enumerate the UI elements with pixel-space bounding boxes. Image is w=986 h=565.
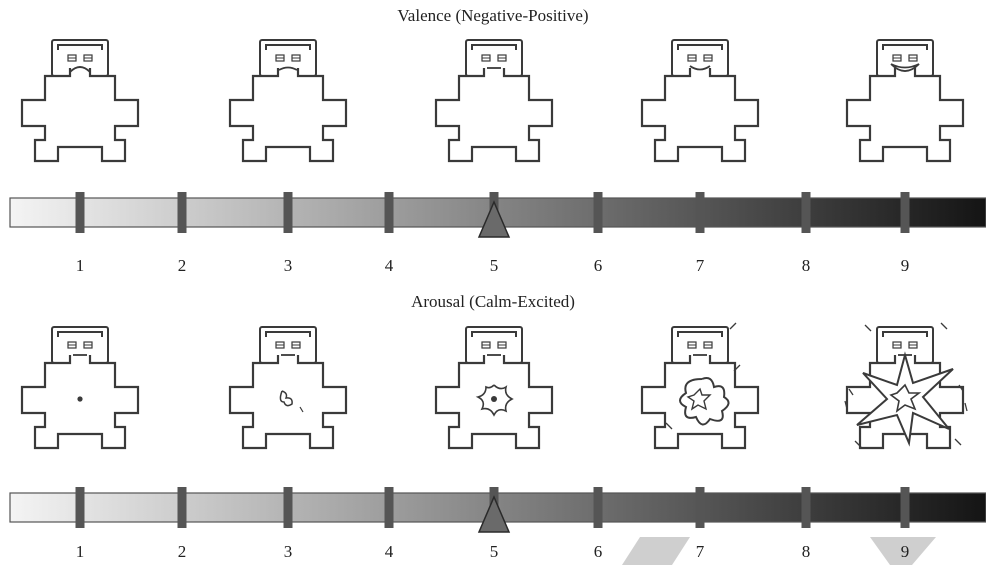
arousal-selection-marker (477, 495, 511, 533)
arousal-tick-label-1: 1 (76, 542, 85, 561)
valence-tick-label-9: 9 (901, 256, 910, 275)
arousal-tick-7 (695, 487, 705, 528)
arousal-tick-label-5: 5 (490, 542, 499, 561)
valence-figure-happy (845, 39, 965, 163)
valence-tick-label-2: 2 (178, 256, 187, 275)
arousal-tick-label-4: 4 (385, 542, 394, 561)
valence-selection-marker (477, 200, 511, 238)
valence-figure-neutral (434, 39, 554, 163)
arousal-tick-8 (801, 487, 811, 528)
arousal-tick-label-3: 3 (284, 542, 293, 561)
valence-tick-7 (695, 192, 705, 233)
valence-figure-very-sad (20, 39, 140, 163)
valence-tick-8 (801, 192, 811, 233)
valence-tick-label-6: 6 (594, 256, 603, 275)
arousal-tick-1 (75, 487, 85, 528)
valence-tick-label-5: 5 (490, 256, 499, 275)
arousal-scale: 1 2 3 4 5 6 7 8 9 (9, 322, 986, 561)
arousal-tick-label-2: 2 (178, 542, 187, 561)
valence-tick-label-7: 7 (696, 256, 705, 275)
valence-title: Valence (Negative-Positive) (397, 6, 589, 25)
arousal-tick-label-7: 7 (696, 542, 705, 561)
arousal-tick-9 (900, 487, 910, 528)
valence-tick-3 (283, 192, 293, 233)
valence-figure-sad (228, 39, 348, 163)
valence-tick-label-4: 4 (385, 256, 394, 275)
arousal-figure-moderately-excited (434, 326, 554, 450)
arousal-figure-calm (20, 326, 140, 450)
arousal-tick-label-8: 8 (802, 542, 811, 561)
valence-scale: 1 2 3 4 5 6 7 8 9 (9, 39, 986, 275)
arousal-figure-slightly-excited (228, 326, 348, 450)
valence-tick-1 (75, 192, 85, 233)
arousal-tick-2 (177, 487, 187, 528)
valence-figure-smiling (640, 39, 760, 163)
arousal-figure-very-excited (844, 322, 968, 450)
valence-tick-label-1: 1 (76, 256, 85, 275)
arousal-figure-excited (640, 322, 760, 450)
arousal-tick-4 (384, 487, 394, 528)
arousal-tick-6 (593, 487, 603, 528)
arousal-tick-label-6: 6 (594, 542, 603, 561)
valence-tick-2 (177, 192, 187, 233)
valence-tick-4 (384, 192, 394, 233)
arousal-tick-label-9: 9 (901, 542, 910, 561)
arousal-title: Arousal (Calm-Excited) (411, 292, 575, 311)
valence-tick-9 (900, 192, 910, 233)
scan-artifact-right (870, 537, 936, 565)
arousal-tick-3 (283, 487, 293, 528)
valence-tick-label-8: 8 (802, 256, 811, 275)
valence-tick-label-3: 3 (284, 256, 293, 275)
valence-tick-6 (593, 192, 603, 233)
scan-artifact-left (622, 537, 690, 565)
